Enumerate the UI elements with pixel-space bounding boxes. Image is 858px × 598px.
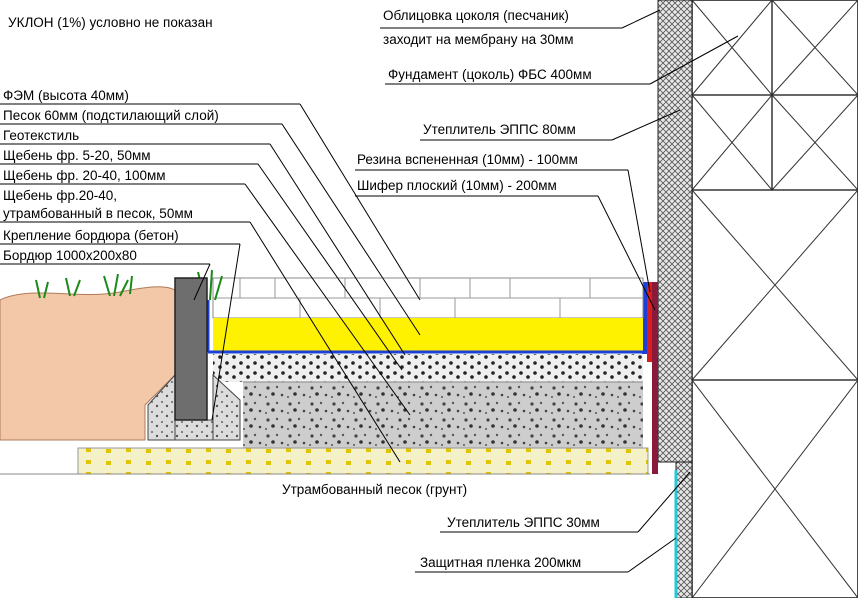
label-slate: Шифер плоский (10мм) - 200мм — [357, 178, 557, 193]
label-geotextile: Геотекстиль — [3, 128, 79, 143]
blue-membrane-strip — [642, 282, 647, 354]
label-insulation-80: Утеплитель ЭППС 80мм — [423, 122, 576, 137]
label-foundation: Фундамент (цоколь) ФБС 400мм — [388, 67, 592, 82]
label-insulation-30: Утеплитель ЭППС 30мм — [447, 515, 600, 530]
slope-note: УКЛОН (1%) условно не показан — [8, 15, 213, 30]
label-rubber: Резина вспененная (10мм) - 100мм — [357, 152, 578, 167]
label-gravel-compacted-2: утрамбованный в песок, 50мм — [3, 206, 193, 221]
paving-tiles — [212, 277, 644, 319]
rubber-strip — [647, 282, 652, 362]
label-compacted-sand: Утрамбованный песок (грунт) — [282, 482, 467, 497]
label-cladding-1: Облицовка цоколя (песчаник) — [383, 8, 569, 23]
label-film: Защитная пленка 200мкм — [420, 555, 581, 570]
label-curb: Бордюр 1000х200х80 — [3, 248, 137, 263]
insulation-30-layer — [675, 461, 693, 598]
label-gravel-compacted-1: Щебень фр.20-40, — [3, 188, 117, 203]
gravel-20-40-layer — [243, 382, 643, 448]
compacted-sand-layer — [77, 447, 649, 475]
label-curb-fixing: Крепление бордюра (бетон) — [3, 228, 179, 243]
curb — [174, 277, 208, 421]
sand-60-layer — [213, 318, 643, 352]
label-sand-60: Песок 60мм (подстилающий слой) — [3, 108, 219, 123]
label-fem: ФЭМ (высота 40мм) — [3, 88, 129, 103]
label-cladding-2: заходит на мембрану на 30мм — [383, 32, 574, 47]
label-gravel-5-20: Щебень фр. 5-20, 50мм — [3, 148, 151, 163]
leader-lines — [0, 9, 739, 573]
slate-strip — [652, 282, 658, 474]
gravel-5-20-layer — [213, 354, 643, 382]
insulation-80-layer — [657, 0, 693, 463]
foundation-block — [691, 0, 858, 598]
label-gravel-20-40: Щебень фр. 20-40, 100мм — [3, 168, 166, 183]
